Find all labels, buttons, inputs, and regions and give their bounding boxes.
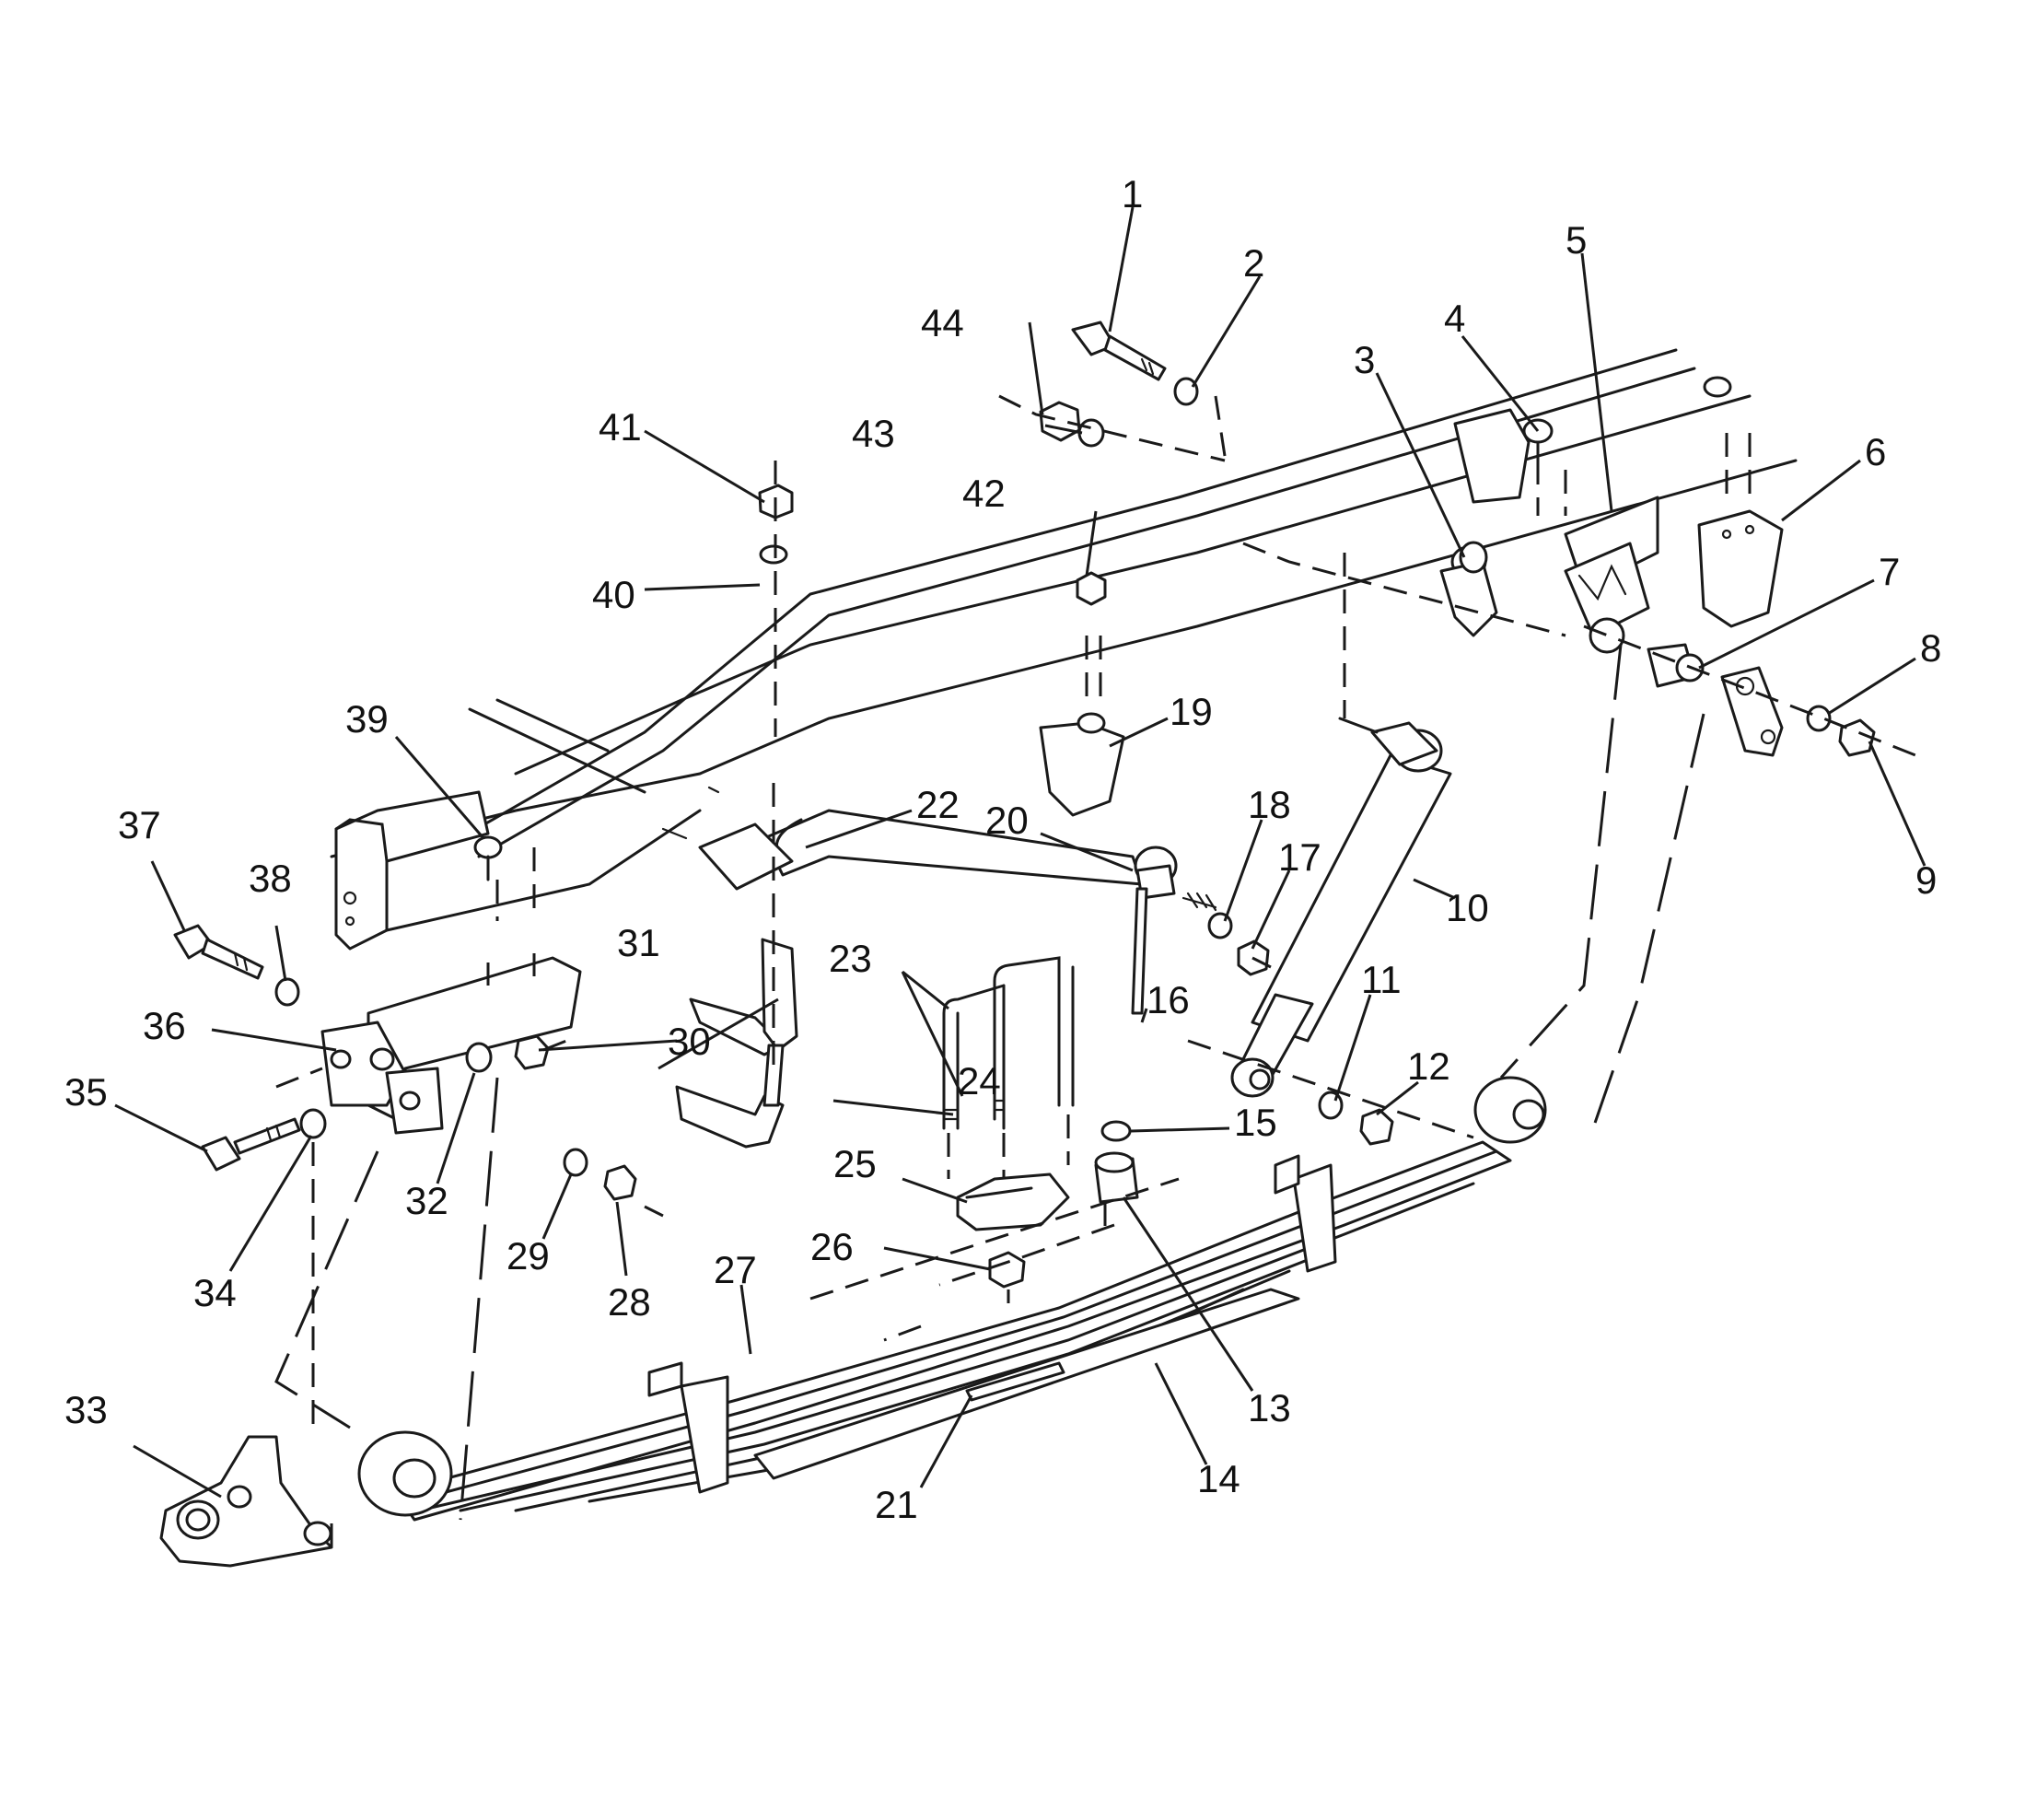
callout-15: 15: [1234, 1101, 1277, 1144]
callout-30: 30: [668, 1020, 711, 1063]
callout-4: 4: [1444, 297, 1465, 340]
callout-11: 11: [1361, 958, 1402, 1001]
callout-17: 17: [1278, 835, 1321, 879]
callout-25: 25: [833, 1142, 877, 1185]
callout-41: 41: [599, 405, 642, 449]
callouts: 1 2 3 4 5 6 7 8 9 10 11 12 13 14 15 16 1…: [64, 172, 1941, 1526]
leader-lines: [114, 206, 1926, 1499]
stabilizer-clamp: [675, 938, 798, 1149]
alignment-lines: [274, 394, 1916, 1547]
callout-6: 6: [1865, 430, 1886, 473]
spring-spacer: [956, 1172, 1070, 1231]
callout-28: 28: [608, 1280, 651, 1324]
callout-35: 35: [64, 1070, 108, 1114]
callout-5: 5: [1566, 218, 1587, 262]
callout-39: 39: [345, 697, 389, 741]
callout-21: 21: [875, 1483, 918, 1526]
callout-1: 1: [1122, 172, 1143, 216]
callout-23: 23: [829, 937, 872, 980]
callout-26: 26: [810, 1225, 854, 1268]
callout-38: 38: [249, 857, 292, 900]
front-bracket: [320, 956, 582, 1135]
callout-31: 31: [617, 921, 660, 964]
callout-43: 43: [852, 412, 895, 455]
callout-37: 37: [118, 803, 161, 846]
callout-19: 19: [1170, 690, 1213, 733]
callout-18: 18: [1248, 783, 1291, 826]
callout-32: 32: [405, 1179, 448, 1222]
callout-27: 27: [714, 1248, 757, 1291]
callout-40: 40: [592, 573, 635, 616]
hardware: [173, 321, 1554, 1289]
callout-9: 9: [1915, 858, 1937, 902]
callout-7: 7: [1879, 550, 1900, 593]
callout-2: 2: [1243, 241, 1264, 285]
callout-8: 8: [1920, 626, 1941, 670]
shock-absorber: [1230, 717, 1452, 1098]
callout-42: 42: [962, 472, 1006, 515]
callout-29: 29: [506, 1234, 550, 1278]
frame-rail: [330, 348, 1798, 951]
front-hanger: [159, 1435, 333, 1568]
callout-36: 36: [143, 1004, 186, 1047]
callout-14: 14: [1197, 1457, 1240, 1500]
leaf-spring: [357, 1076, 1547, 1522]
callout-24: 24: [958, 1059, 1001, 1102]
callout-22: 22: [916, 783, 960, 826]
callout-44: 44: [921, 301, 964, 344]
stabilizer-bar: [698, 809, 1217, 1015]
callout-33: 33: [64, 1388, 108, 1431]
callout-10: 10: [1446, 886, 1489, 929]
bump-stop-19: [1039, 712, 1125, 817]
callout-34: 34: [193, 1271, 237, 1314]
u-bolts: [942, 956, 1075, 1130]
callout-16: 16: [1147, 978, 1190, 1021]
callout-3: 3: [1354, 338, 1375, 381]
callout-20: 20: [985, 799, 1029, 842]
callout-13: 13: [1248, 1386, 1291, 1429]
bump-stop-6: [1697, 376, 1784, 628]
rear-shackle: [1439, 408, 1876, 757]
callout-12: 12: [1407, 1044, 1450, 1088]
